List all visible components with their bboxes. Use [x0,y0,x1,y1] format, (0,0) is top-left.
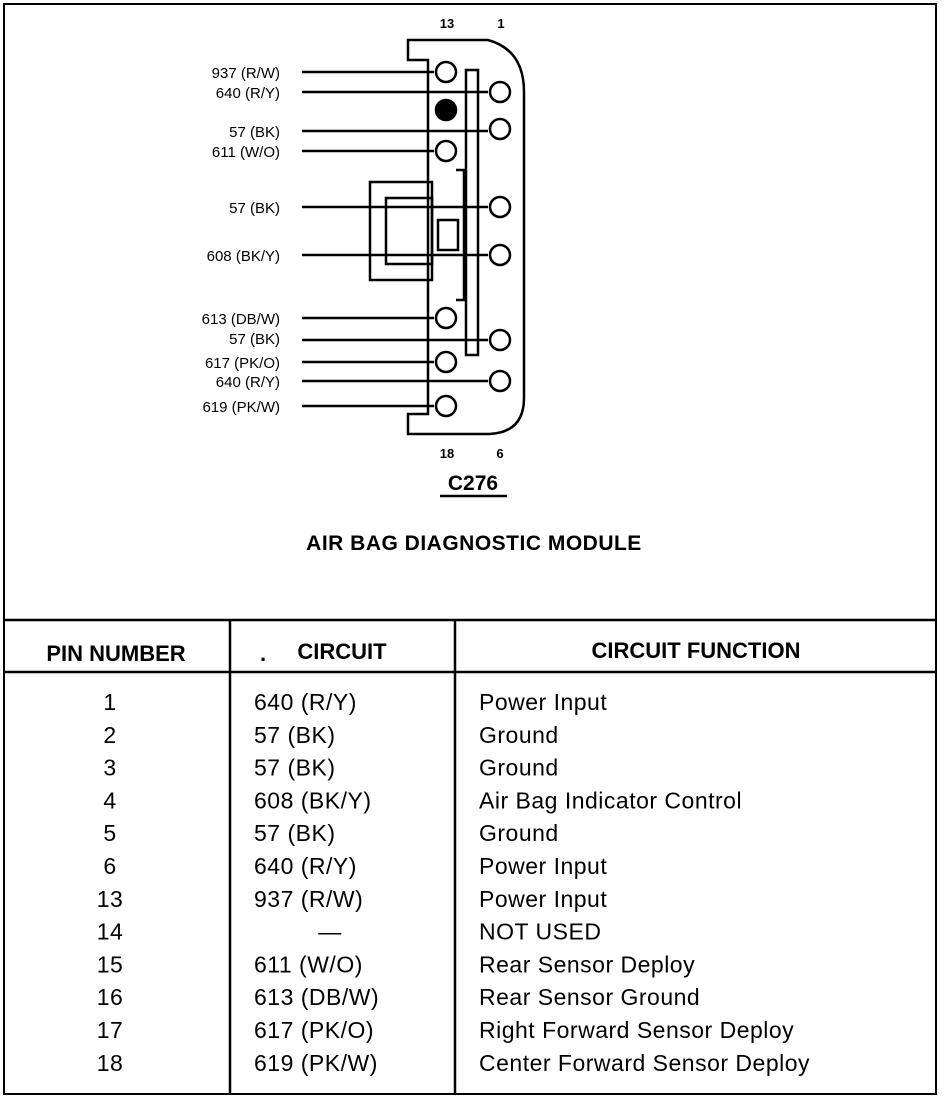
cell-function: Power Input [479,853,607,879]
table-row: 2 57 (BK) Ground [103,722,558,748]
connector-name: C276 [448,472,498,495]
top-left-pin-number: 13 [440,16,454,31]
cell-circuit: 57 (BK) [254,722,335,748]
table-row: 16 613 (DB/W) Rear Sensor Ground [97,984,700,1010]
cell-function: Rear Sensor Ground [479,984,700,1010]
cell-pin: 6 [103,853,116,879]
module-title: AIR BAG DIAGNOSTIC MODULE [306,532,642,555]
cell-pin: 15 [97,951,124,977]
page-frame [3,3,937,1095]
cell-circuit: 619 (PK/W) [254,1050,378,1076]
cell-function: Ground [479,755,559,781]
wire-label: 617 (PK/O) [205,355,280,372]
cavity-4 [488,243,512,267]
cell-pin: 5 [103,820,116,846]
table-row: 13 937 (R/W) Power Input [97,886,607,912]
cell-pin: 2 [103,722,116,748]
table-row: 17 617 (PK/O) Right Forward Sensor Deploy [97,1017,794,1043]
wire-label: 608 (BK/Y) [207,248,280,265]
cell-circuit: 937 (R/W) [254,886,363,912]
cell-function: Center Forward Sensor Deploy [479,1050,810,1076]
wire-label: 611 (W/O) [212,144,280,161]
wire-label: 57 (BK) [229,331,280,348]
cell-pin: 17 [97,1017,124,1043]
cavity-17 [434,350,458,374]
cavity-1 [488,80,512,104]
table-row: 18 619 (PK/W) Center Forward Sensor Deploy [97,1050,810,1076]
cell-function: Air Bag Indicator Control [479,787,742,813]
connector-body [368,38,526,436]
cavity-18 [434,394,458,418]
header-circuit-function: CIRCUIT FUNCTION [592,638,801,663]
wire-label: 57 (BK) [229,200,280,217]
cell-pin: 18 [97,1050,124,1076]
cell-pin: 16 [97,984,124,1010]
cell-pin: 14 [97,919,124,945]
table-row: 4 608 (BK/Y) Air Bag Indicator Control [103,787,742,813]
cell-circuit: 640 (R/Y) [254,689,357,715]
cell-circuit: 613 (DB/W) [254,984,379,1010]
cell-circuit: 617 (PK/O) [254,1017,374,1043]
cell-function: Ground [479,820,559,846]
cavity-6 [488,369,512,393]
cell-circuit: 57 (BK) [254,755,335,781]
header-pin-number: PIN NUMBER [46,641,185,666]
cavity-15 [434,139,458,163]
cell-circuit: 640 (R/Y) [254,853,357,879]
cell-pin: 13 [97,886,124,912]
wire-label: 937 (R/W) [212,65,280,82]
cavity-14-plugged [434,98,458,122]
cell-function: Rear Sensor Deploy [479,951,695,977]
table-row: 5 57 (BK) Ground [103,820,558,846]
cell-circuit: 608 (BK/Y) [254,787,372,813]
wire-lines [302,70,488,408]
wire-label: 57 (BK) [229,124,280,141]
header-mark: . [260,641,266,666]
cell-function: Ground [479,722,559,748]
wire-label: 613 (DB/W) [202,311,280,328]
wire-label-group: 937 (R/W) 640 (R/Y) 57 (BK) 611 (W/O) 57… [202,65,280,416]
table-row: 6 640 (R/Y) Power Input [103,853,607,879]
cavity-5 [488,328,512,352]
cell-circuit: 611 (W/O) [254,951,363,977]
cell-pin: 4 [103,787,116,813]
wire-label: 619 (PK/W) [202,399,280,416]
bottom-left-pin-number: 18 [440,446,454,461]
cell-function: Power Input [479,886,607,912]
pin-cavities [434,60,512,418]
table-row: 14 — NOT USED [97,919,601,945]
cell-circuit: 57 (BK) [254,820,335,846]
cell-pin: 1 [103,689,116,715]
top-right-pin-number: 1 [497,16,504,31]
bottom-right-pin-number: 6 [496,446,503,461]
cavity-2 [488,117,512,141]
cavity-16 [434,306,458,330]
cell-function: Power Input [479,689,607,715]
wire-label: 640 (R/Y) [216,374,280,391]
cell-pin: 3 [103,755,116,781]
cavity-3 [488,195,512,219]
cell-function: Right Forward Sensor Deploy [479,1017,794,1043]
table-body: 1 640 (R/Y) Power Input 2 57 (BK) Ground 3 57 (… [97,689,810,1076]
wire-label: 640 (R/Y) [216,85,280,102]
table-row: 15 611 (W/O) Rear Sensor Deploy [97,951,695,977]
cavity-13 [434,60,458,84]
cell-function: NOT USED [479,919,601,945]
table-row: 3 57 (BK) Ground [103,755,558,781]
header-circuit: CIRCUIT [297,639,387,664]
table-row: 1 640 (R/Y) Power Input [103,689,607,715]
cell-circuit: — [318,919,342,945]
table-grid [3,618,937,1095]
